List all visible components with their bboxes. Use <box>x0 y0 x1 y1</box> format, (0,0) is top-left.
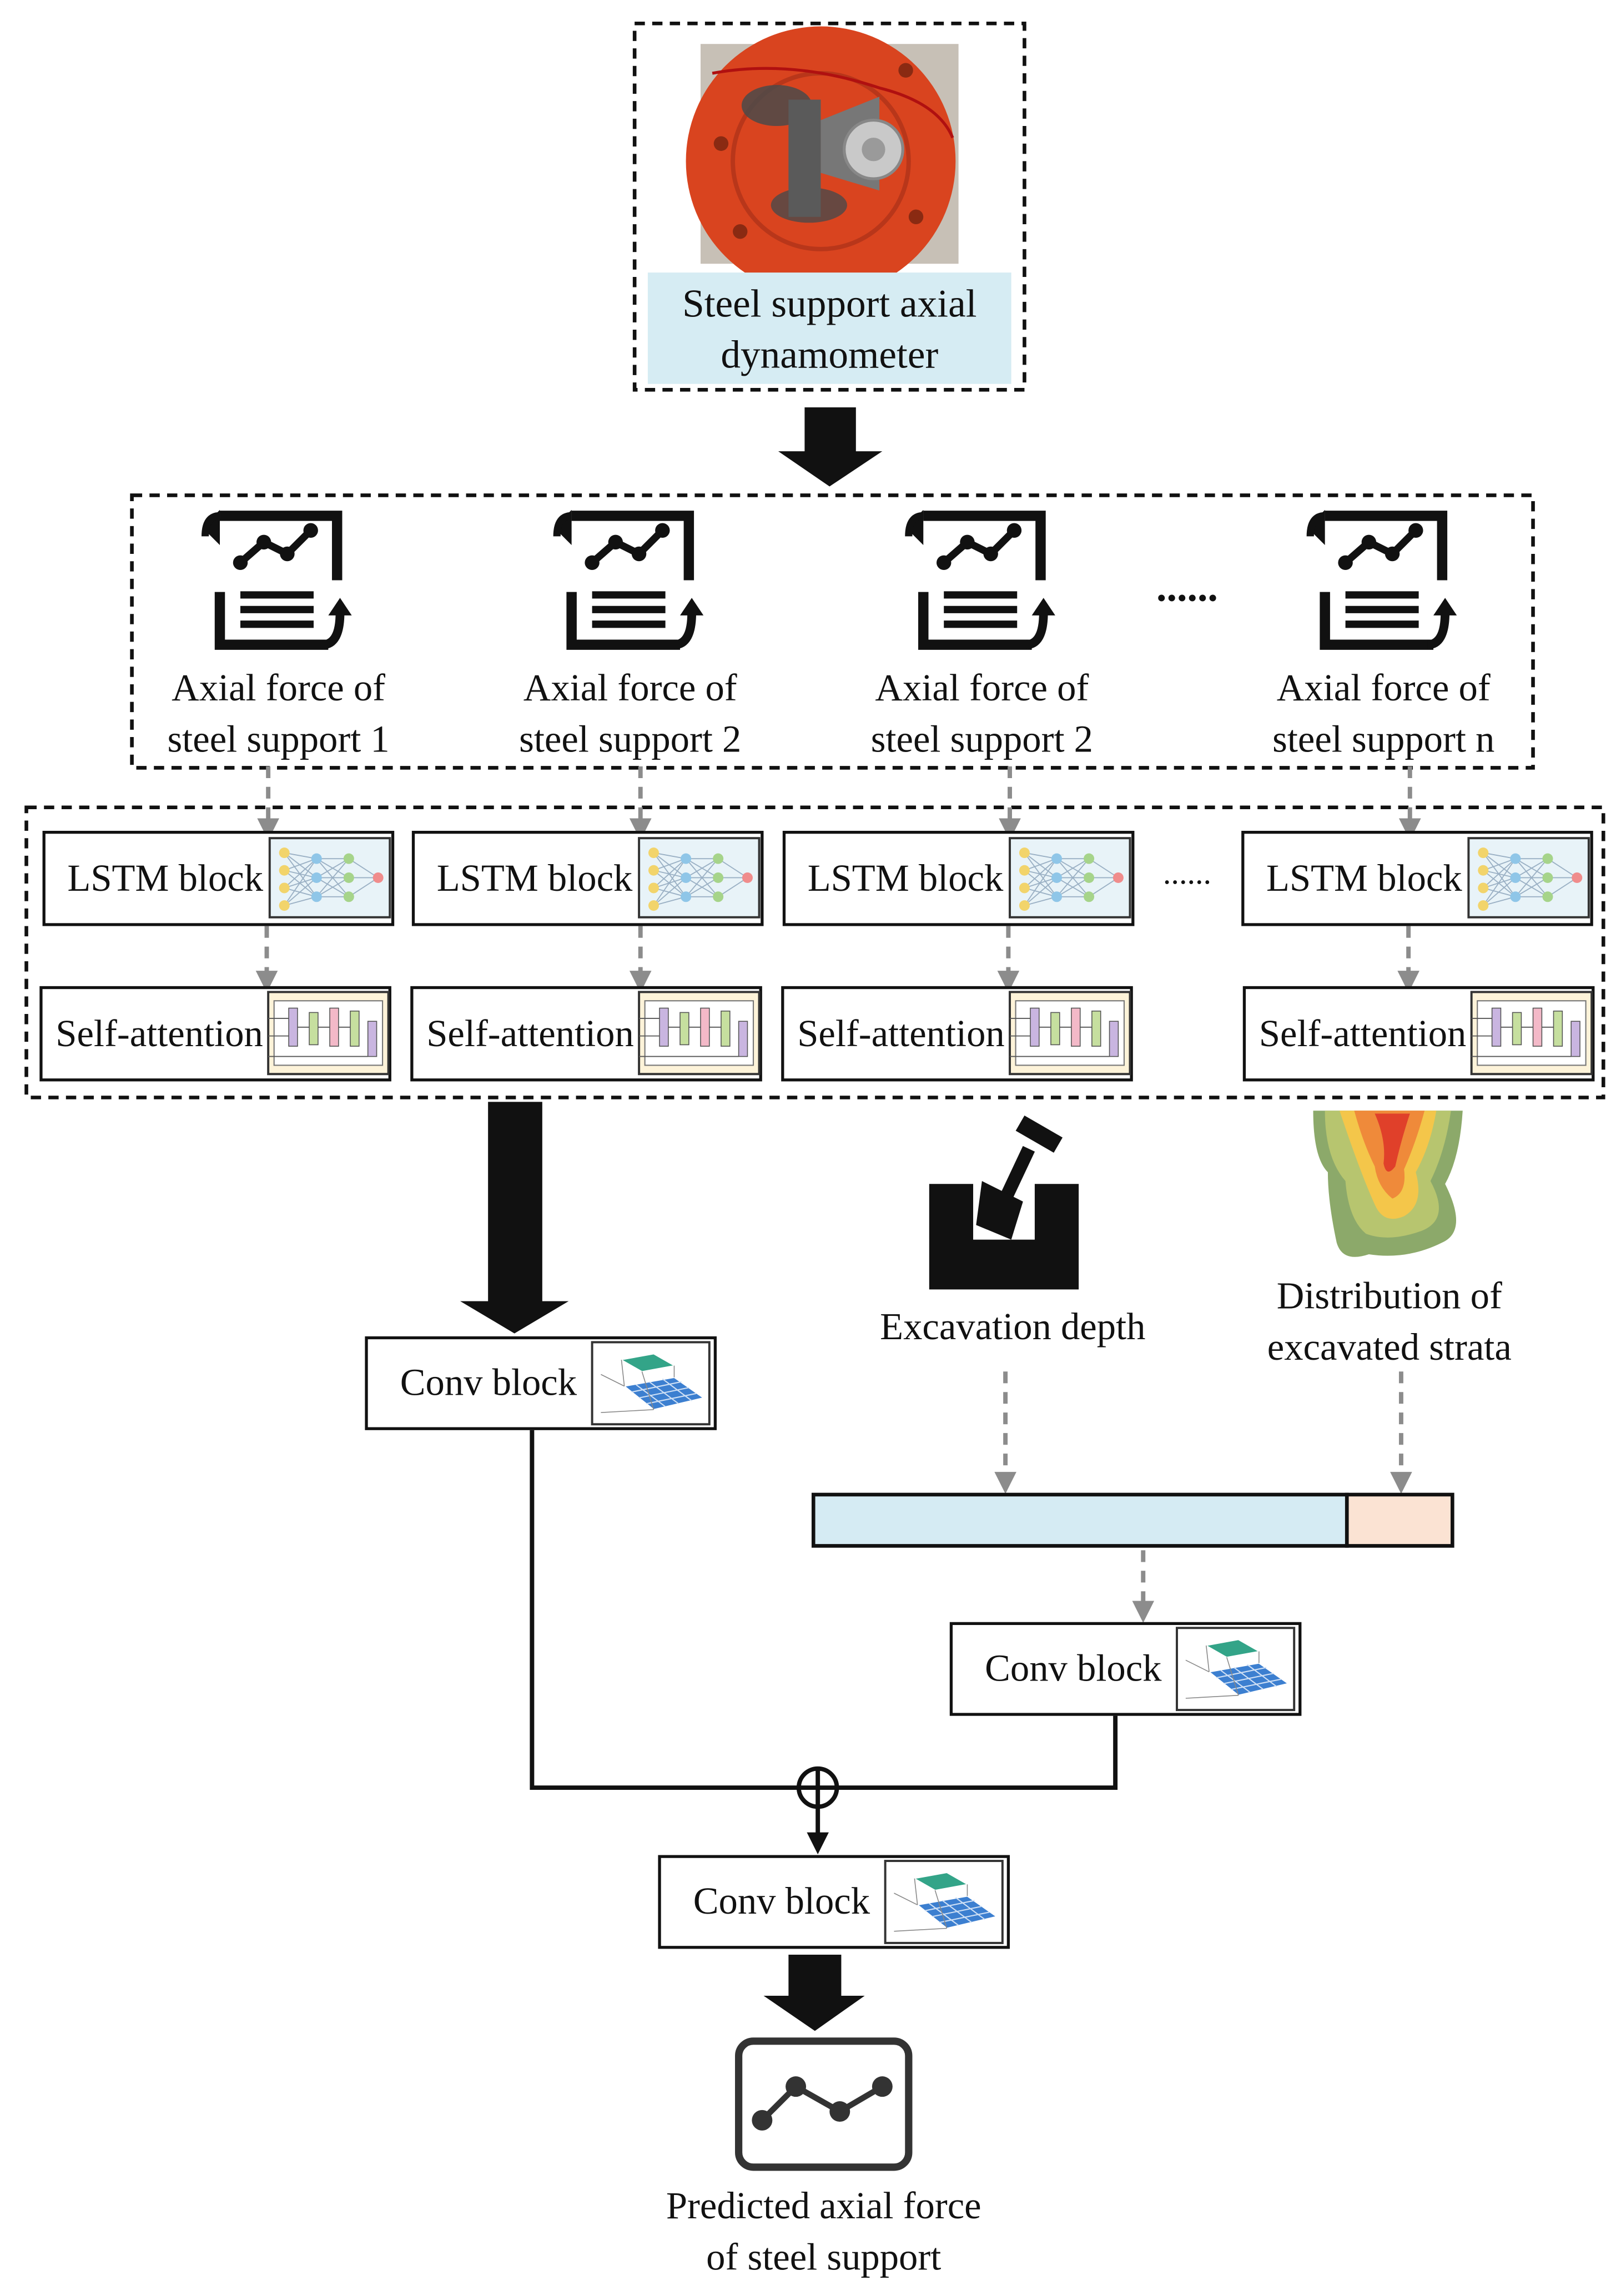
neural-network-icon <box>268 837 391 919</box>
lstm-block-2: LSTM block <box>411 830 764 926</box>
inputs-frame <box>130 493 1535 770</box>
connector-left-to-merge <box>530 1430 799 1790</box>
axial-force-chart-icon <box>906 510 1055 645</box>
attention-block-n: Self-attention <box>1242 986 1595 1082</box>
input-label-line1: Axial force of <box>875 667 1089 709</box>
sensor-label-line1: Steel support axial <box>682 281 976 325</box>
lstm-label: LSTM block <box>67 857 263 899</box>
excavation-depth-label: Excavation depth <box>880 1305 1145 1348</box>
depth-feature-segment <box>811 1492 1349 1548</box>
lstm-label: LSTM block <box>808 857 1004 899</box>
lstm-label: LSTM block <box>437 857 633 899</box>
conv-label: Conv block <box>985 1647 1162 1689</box>
connector-right-to-merge <box>837 1715 1118 1790</box>
flow-arrow-conv-to-output <box>763 1955 865 2031</box>
attention-icon <box>638 991 761 1076</box>
attention-icon <box>267 991 390 1076</box>
conv-block-series: Conv block <box>365 1336 717 1430</box>
prediction-chart-icon <box>735 2037 913 2171</box>
dynamometer-photo <box>686 26 959 296</box>
output-label-line1: Predicted axial force <box>666 2184 981 2227</box>
flow-arrow-encoder-to-conv <box>460 1102 569 1334</box>
flow-arrow-sensor-to-inputs <box>778 407 883 487</box>
sensor-label-line2: dynamometer <box>721 333 938 377</box>
strata-label-line1: Distribution of <box>1277 1275 1502 1317</box>
excavation-icon <box>929 1115 1079 1290</box>
input-label-line1: Axial force of <box>1277 667 1491 709</box>
attention-label: Self-attention <box>797 1012 1005 1054</box>
attention-icon <box>1470 991 1593 1076</box>
input-1: Axial force of steel support 1 <box>167 510 390 760</box>
input-label-line2: steel support 2 <box>871 718 1093 760</box>
convolution-icon <box>884 1860 1004 1944</box>
inputs-ellipsis: ...... <box>1156 564 1218 609</box>
attention-block-1: Self-attention <box>39 986 391 1082</box>
blocks-ellipsis: ...... <box>1163 855 1211 891</box>
attention-label: Self-attention <box>56 1012 263 1054</box>
strata-label-line2: excavated strata <box>1267 1326 1512 1368</box>
input-2: Axial force of steel support 2 <box>519 510 741 760</box>
axial-force-chart-icon <box>554 510 703 645</box>
convolution-icon <box>1176 1627 1296 1712</box>
lstm-block-n: LSTM block <box>1241 830 1593 926</box>
lstm-block-1: LSTM block <box>42 830 395 926</box>
sensor-frame <box>632 21 1026 392</box>
strata-feature-segment <box>1345 1492 1454 1548</box>
input-n: Axial force of steel support n <box>1272 510 1494 760</box>
conv-label: Conv block <box>693 1880 870 1922</box>
neural-network-icon <box>1009 837 1131 919</box>
conv-block-context: Conv block <box>949 1622 1302 1716</box>
input-label-line1: Axial force of <box>172 667 385 709</box>
input-label-line1: Axial force of <box>523 667 737 709</box>
neural-network-icon <box>638 837 761 919</box>
input-label-line2: steel support n <box>1272 718 1494 760</box>
feature-vector <box>811 1492 1454 1548</box>
conv-label: Conv block <box>400 1361 577 1403</box>
input-label-line2: steel support 2 <box>519 718 741 760</box>
axial-force-chart-icon <box>1307 510 1457 645</box>
conv-block-output: Conv block <box>658 1855 1010 1949</box>
lstm-label: LSTM block <box>1266 857 1462 899</box>
strata-map-icon <box>1313 1111 1463 1257</box>
add-merge-icon <box>796 1766 839 1809</box>
attention-label: Self-attention <box>426 1012 634 1054</box>
lstm-block-3: LSTM block <box>782 830 1135 926</box>
input-3: Axial force of steel support 2 <box>871 510 1093 760</box>
attention-label: Self-attention <box>1259 1012 1467 1054</box>
neural-network-icon <box>1467 837 1590 919</box>
convolution-icon <box>591 1341 711 1426</box>
attention-block-2: Self-attention <box>410 986 762 1082</box>
encoder-frame <box>24 805 1605 1099</box>
output-label-line2: of steel support <box>706 2236 941 2278</box>
axial-force-chart-icon <box>202 510 351 645</box>
attention-block-3: Self-attention <box>781 986 1133 1082</box>
attention-icon <box>1009 991 1131 1076</box>
input-label-line2: steel support 1 <box>167 718 389 760</box>
sensor-label-bg <box>647 273 1011 384</box>
